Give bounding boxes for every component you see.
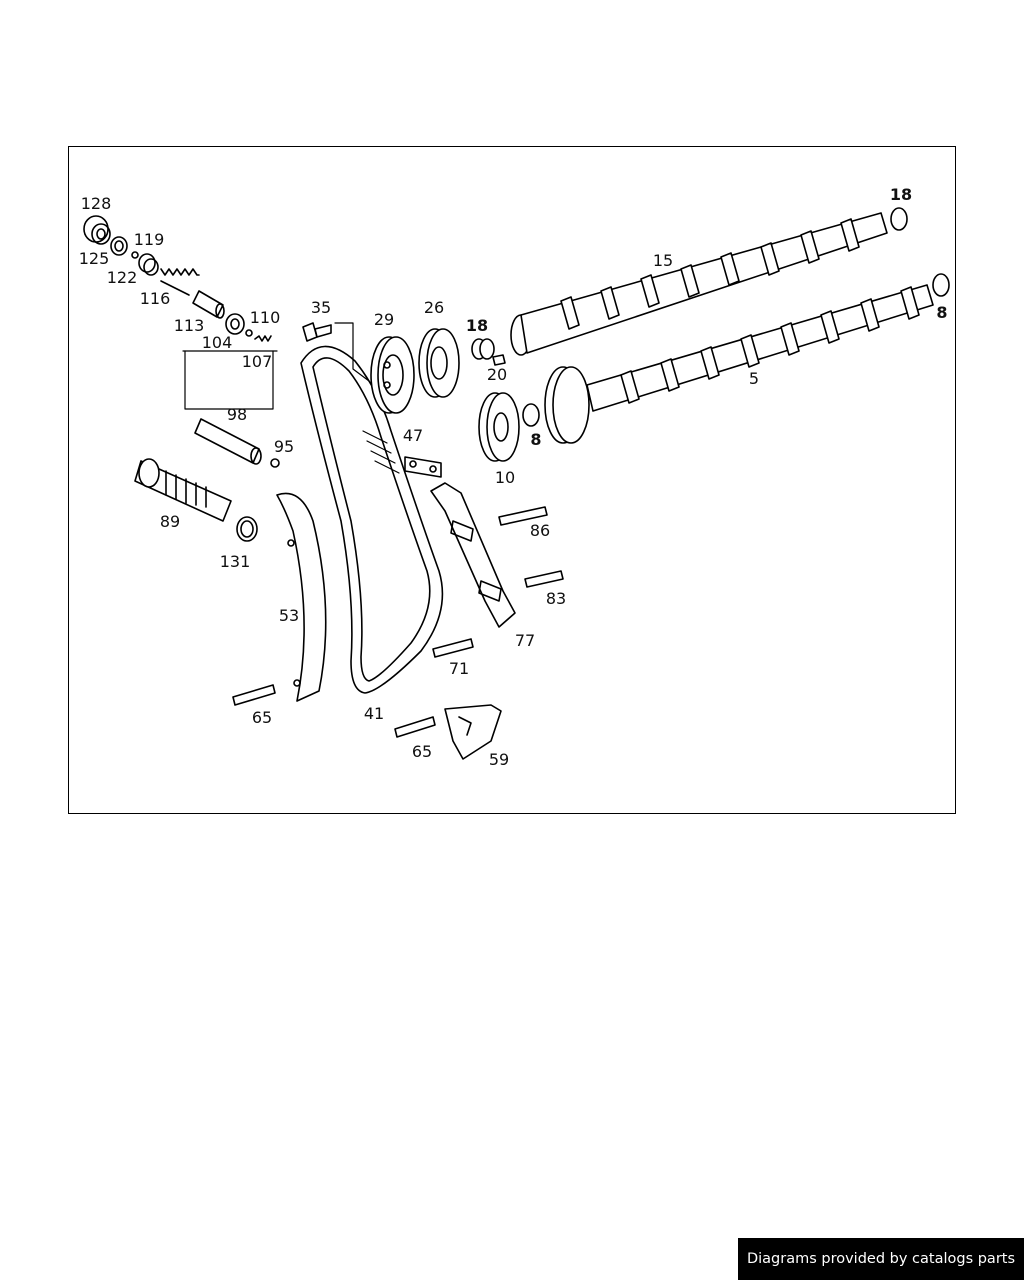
part-86-pin: [499, 507, 547, 525]
callout-53: 53: [278, 606, 300, 625]
part-59-guide: [445, 705, 501, 759]
callout-89: 89: [159, 512, 181, 531]
callout-10: 10: [494, 468, 516, 487]
part-10-adjuster: [479, 393, 519, 461]
callout-107: 107: [241, 352, 273, 371]
part-128-nut: [84, 216, 110, 244]
callout-98: 98: [226, 405, 248, 424]
part-5-camshaft: [545, 285, 933, 443]
part-8-plug-right: [933, 274, 949, 296]
callout-29: 29: [373, 310, 395, 329]
camshaft-timing-chain-exploded-view: [69, 147, 957, 815]
part-122-washer: [111, 237, 138, 258]
part-18-plug-right: [891, 208, 907, 230]
callout-18-right: 18: [889, 185, 913, 204]
callout-104: 104: [201, 333, 233, 352]
callout-116: 116: [139, 289, 171, 308]
part-77-guide-rail: [431, 483, 515, 627]
part-8-plug-left: [523, 404, 539, 426]
part-26-sprocket: [419, 329, 459, 397]
callout-71: 71: [448, 659, 470, 678]
callout-20: 20: [486, 365, 508, 384]
part-65-pin-left: [233, 685, 275, 705]
part-35-bolt: [303, 323, 369, 381]
callout-110: 110: [249, 308, 281, 327]
callout-8-right: 8: [936, 303, 948, 322]
part-104-washer: [226, 314, 271, 341]
part-71-pin: [433, 639, 473, 657]
part-18-plug-left: [472, 339, 494, 359]
callout-47: 47: [402, 426, 424, 445]
callout-35: 35: [310, 298, 332, 317]
part-116-spring: [161, 269, 199, 295]
callout-65-left: 65: [251, 708, 273, 727]
callout-59: 59: [488, 750, 510, 769]
callout-131: 131: [219, 552, 251, 571]
callout-119: 119: [133, 230, 165, 249]
part-119-plug: [139, 254, 158, 275]
part-89-tensioner-body: [135, 459, 231, 521]
part-53-guide-rail: [277, 493, 326, 701]
part-29-sprocket: [371, 337, 414, 413]
part-47-chain-link: [405, 457, 441, 477]
part-83-pin: [525, 571, 563, 587]
callout-122: 122: [106, 268, 138, 287]
callout-65-bottom: 65: [411, 742, 433, 761]
callout-5: 5: [748, 369, 760, 388]
callout-77: 77: [514, 631, 536, 650]
callout-83: 83: [545, 589, 567, 608]
callout-8-left: 8: [530, 430, 542, 449]
part-15-camshaft: [511, 213, 887, 355]
part-65-pin-bottom: [395, 717, 435, 737]
callout-125: 125: [78, 249, 110, 268]
callout-41: 41: [363, 704, 385, 723]
callout-15: 15: [652, 251, 674, 270]
callout-95: 95: [273, 437, 295, 456]
part-131-seal-ring: [237, 517, 257, 541]
footer-credit: Diagrams provided by catalogs parts: [738, 1238, 1024, 1280]
part-98-pin: [183, 351, 279, 467]
parts-diagram-frame: 128 125 119 122 116 113 104 110 107 98 9…: [68, 146, 956, 814]
part-113-piston: [193, 291, 224, 318]
footer-credit-text: Diagrams provided by catalogs parts: [746, 1251, 1016, 1267]
callout-86: 86: [529, 521, 551, 540]
callout-26: 26: [423, 298, 445, 317]
part-20-dowel: [493, 355, 505, 365]
callout-113: 113: [173, 316, 205, 335]
callout-18-left: 18: [465, 316, 489, 335]
callout-128: 128: [80, 194, 112, 213]
